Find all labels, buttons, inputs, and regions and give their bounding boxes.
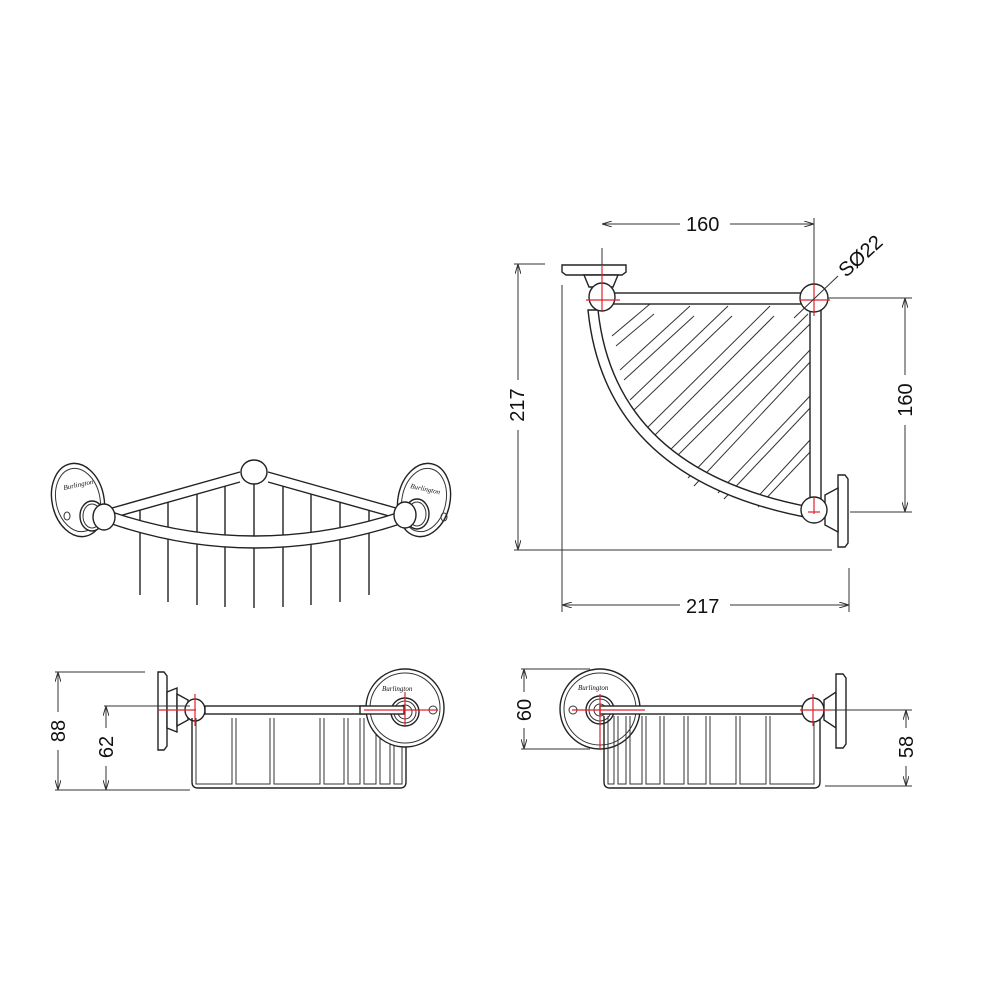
dim-right-160: 160 — [895, 383, 917, 416]
front-rail — [111, 511, 401, 549]
brand-logo-front: Burlington — [382, 685, 413, 693]
dim-bottom-217: 217 — [686, 596, 719, 618]
brand-logo-side: Burlington — [578, 684, 609, 692]
dim-top-160: 160 — [686, 214, 719, 236]
basket-wires-front — [195, 718, 403, 785]
dim-60: 60 — [514, 699, 536, 721]
right-wall-plate — [396, 462, 452, 538]
corner-ball — [240, 459, 268, 485]
dim-sphere: SØ22 — [835, 231, 888, 282]
basket-hatch — [611, 303, 813, 508]
dim-88: 88 — [48, 720, 70, 742]
plan-view: 160 SØ22 160 217 217 — [507, 214, 917, 618]
dim-62: 62 — [96, 736, 118, 758]
front-elevation: Burlington 88 62 — [48, 668, 445, 791]
perspective-view: Burlington Burlington — [50, 459, 452, 608]
dim-58: 58 — [896, 736, 918, 758]
back-bar-right — [809, 303, 822, 501]
basket-wires-side — [607, 716, 815, 785]
dim-left-217: 217 — [507, 388, 529, 421]
back-bar-top — [603, 292, 813, 305]
side-elevation: Burlington 6 — [514, 668, 918, 789]
